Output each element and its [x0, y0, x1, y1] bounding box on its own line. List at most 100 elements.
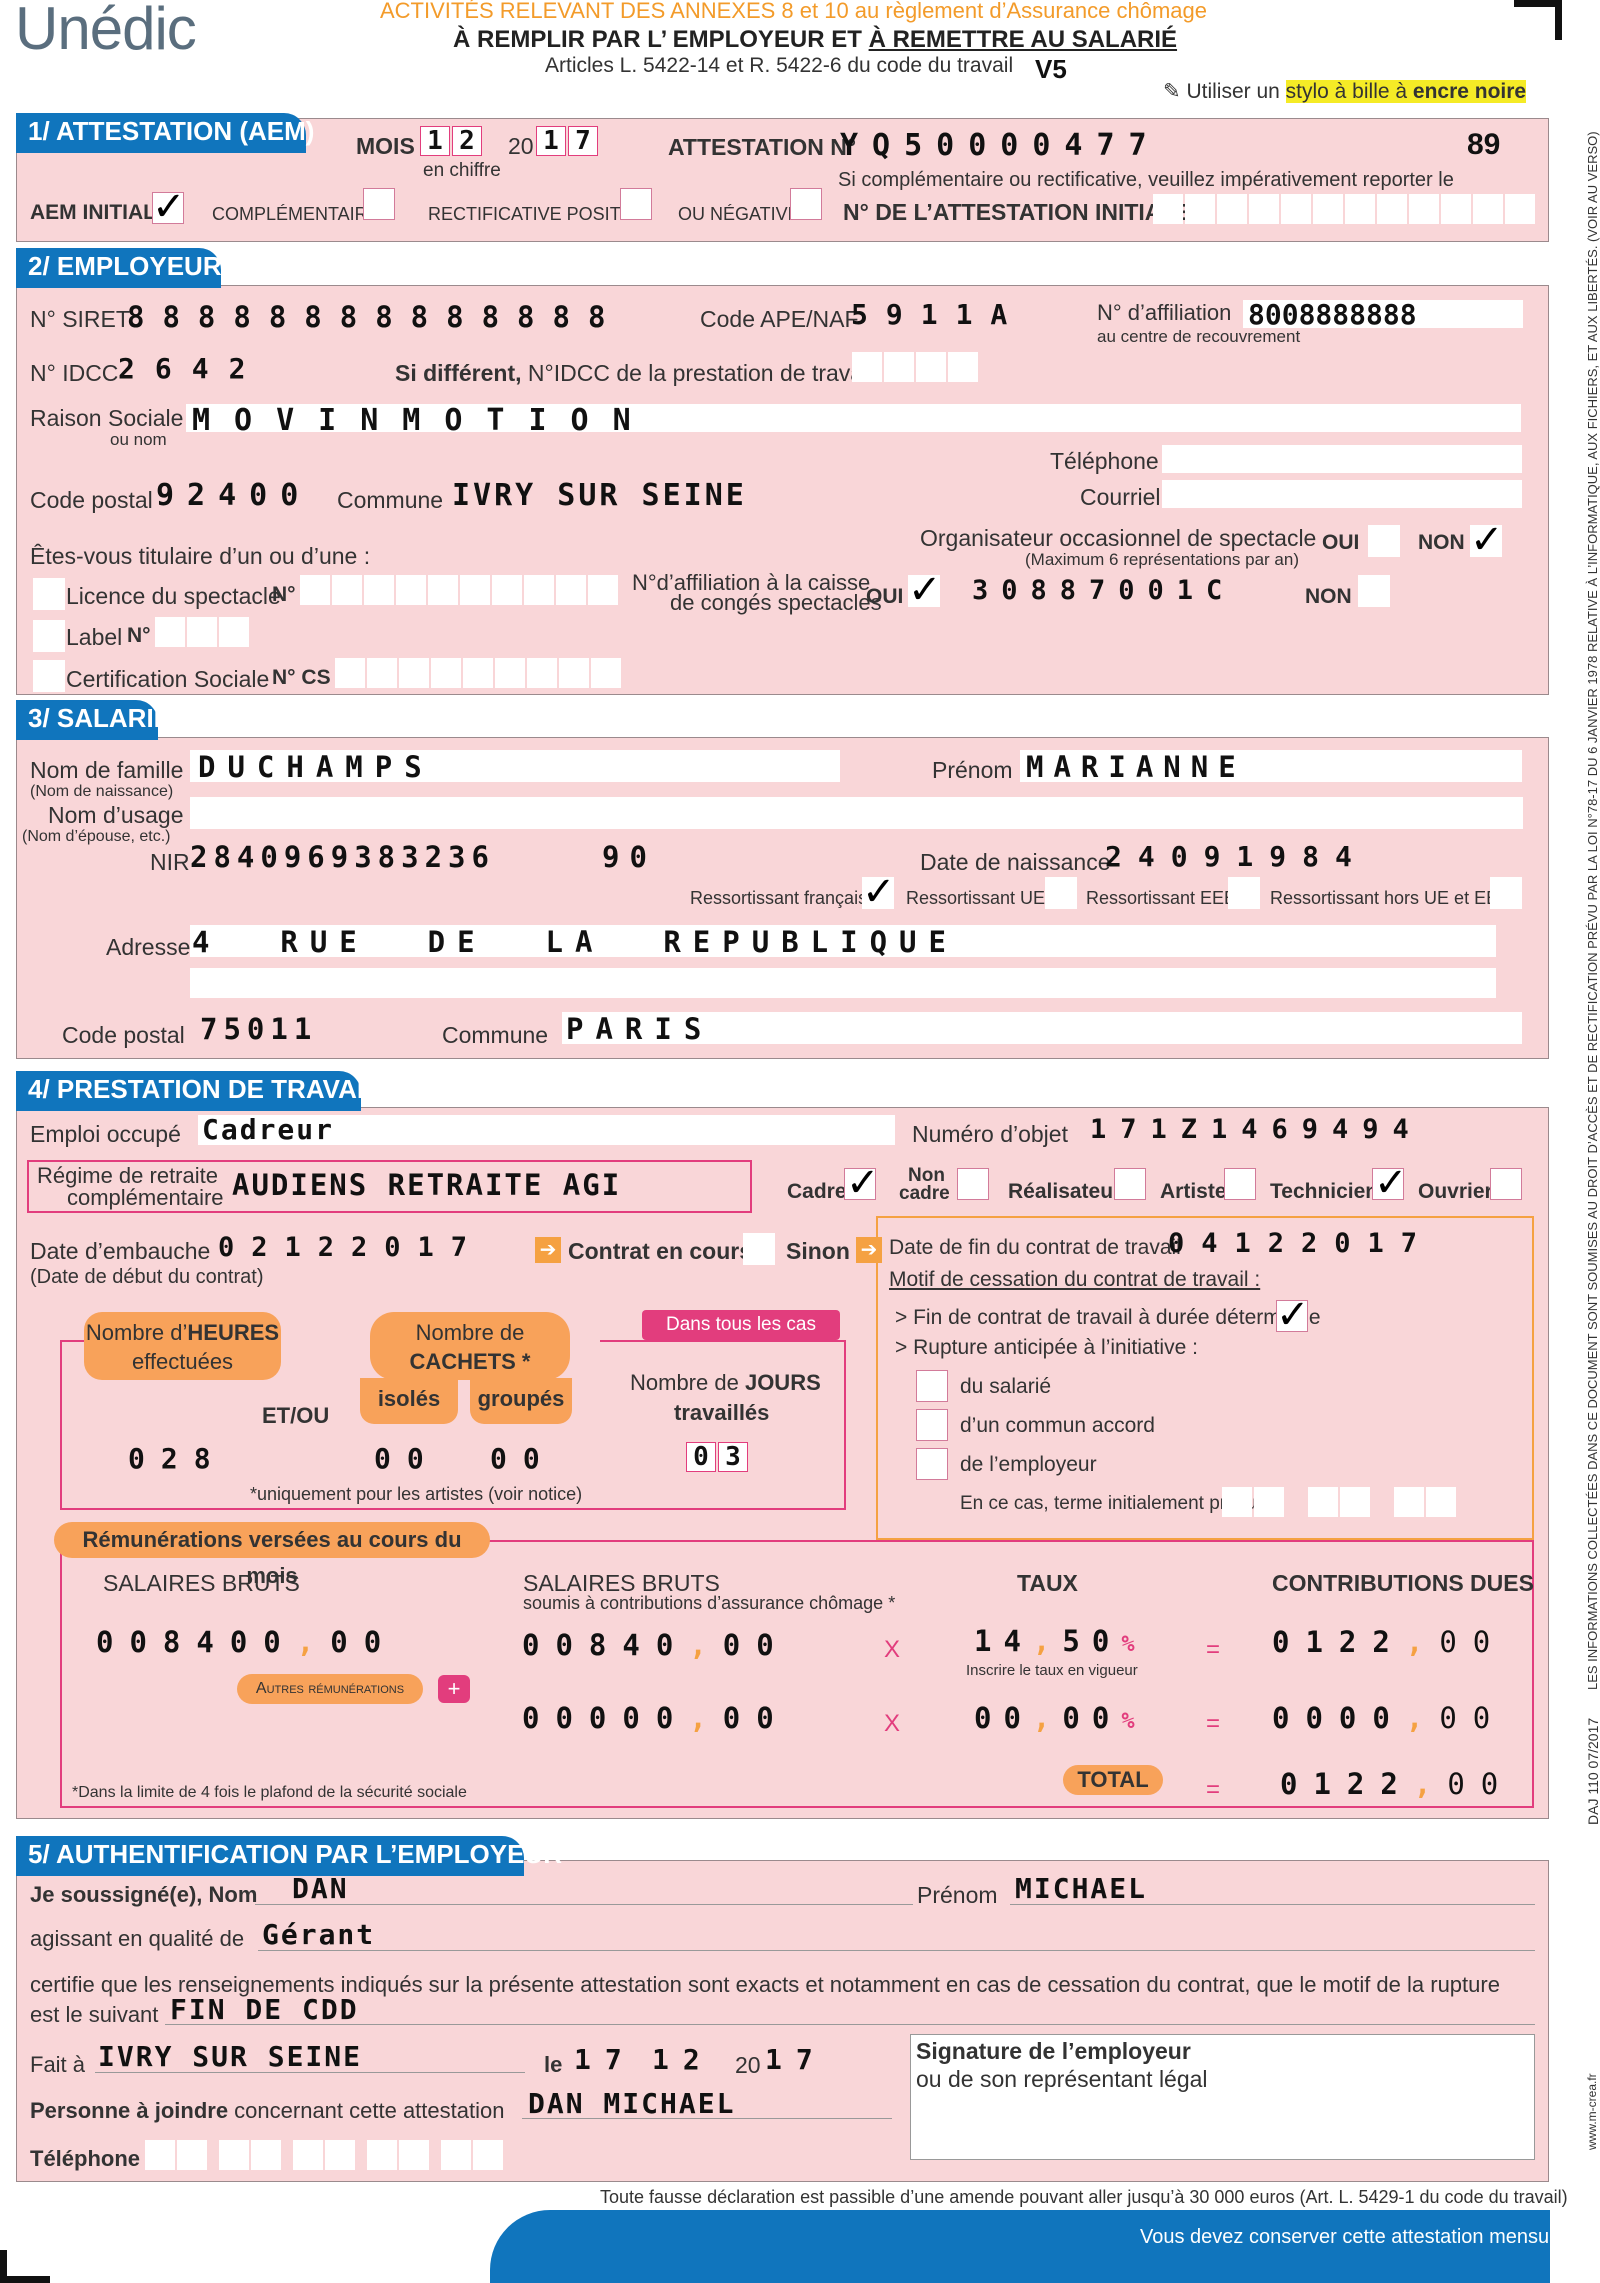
- idcc-diff-field[interactable]: [852, 352, 978, 382]
- tel-field[interactable]: [145, 2140, 503, 2170]
- telephone-field[interactable]: [1162, 445, 1522, 473]
- adresse-field[interactable]: [190, 925, 1496, 957]
- contact-line[interactable]: [522, 2118, 892, 2119]
- nir-key[interactable]: 90: [602, 840, 657, 874]
- comma: ,: [689, 1628, 723, 1662]
- total-value[interactable]: 0122,00: [1280, 1767, 1514, 1801]
- date-day[interactable]: 17: [574, 2043, 636, 2076]
- attestation-number[interactable]: YQ50000477: [840, 128, 1161, 163]
- organisateur-non-checkbox[interactable]: [1470, 525, 1502, 557]
- negative-checkbox[interactable]: [790, 188, 822, 220]
- regime-label-2: complémentaire: [67, 1185, 224, 1210]
- commune-salarie-field[interactable]: [562, 1012, 1522, 1044]
- organisateur-oui-checkbox[interactable]: [1368, 525, 1400, 557]
- section-3-title: 3/ SALARIÉ: [16, 700, 171, 740]
- row1-taux[interactable]: 14,50%: [974, 1624, 1147, 1658]
- commune-value[interactable]: IVRY SUR SEINE: [452, 478, 747, 513]
- certification-field[interactable]: [335, 658, 621, 688]
- raison-field[interactable]: [186, 404, 1521, 432]
- objet-value[interactable]: 171Z1469494: [1090, 1114, 1423, 1145]
- date-year[interactable]: 17: [765, 2043, 827, 2076]
- conges-oui-checkbox[interactable]: [908, 575, 940, 607]
- siret-value[interactable]: 88888888888888: [127, 300, 624, 334]
- prenom-field[interactable]: [1020, 750, 1522, 782]
- emploi-field[interactable]: [198, 1115, 895, 1145]
- usage-field[interactable]: [190, 797, 1523, 829]
- cp-value[interactable]: 92400: [156, 478, 312, 513]
- date-month[interactable]: 12: [652, 2043, 714, 2076]
- qualite-line[interactable]: [258, 1950, 1535, 1951]
- licence-field[interactable]: [300, 575, 618, 605]
- fait-line[interactable]: [95, 2072, 525, 2073]
- ape-value[interactable]: 5911A: [851, 298, 1026, 331]
- rectificative-checkbox[interactable]: [620, 188, 652, 220]
- signature-label-2: ou de son représentant légal: [916, 2066, 1208, 2092]
- adresse-field-2[interactable]: [190, 968, 1496, 998]
- embauche-value[interactable]: 02122017: [218, 1232, 485, 1263]
- comma: ,: [1032, 1624, 1063, 1658]
- raison-sub: ou nom: [110, 430, 167, 449]
- regime-value[interactable]: AUDIENS RETRAITE AGI: [232, 1168, 622, 1202]
- technicien-checkbox[interactable]: [1372, 1168, 1404, 1200]
- nir-value[interactable]: 2840969383236: [190, 840, 495, 874]
- attestation-initiale-field[interactable]: [1153, 194, 1535, 224]
- artiste-checkbox[interactable]: [1224, 1168, 1256, 1200]
- licence-checkbox[interactable]: [33, 578, 65, 610]
- r-ue-checkbox[interactable]: [1045, 877, 1077, 909]
- non-cadre-checkbox[interactable]: [957, 1168, 989, 1200]
- heures-value[interactable]: 028: [128, 1442, 227, 1475]
- row1-contrib[interactable]: 0122,00: [1272, 1625, 1506, 1659]
- groupes-value[interactable]: 00: [490, 1442, 556, 1475]
- nom-field[interactable]: [190, 750, 840, 782]
- m-terme-field[interactable]: [1222, 1487, 1456, 1517]
- cp-salarie-value[interactable]: 75011: [200, 1012, 318, 1046]
- qualite-value: Gérant: [262, 1918, 376, 1951]
- m-acc-checkbox[interactable]: [916, 1409, 948, 1441]
- conges-number[interactable]: 30887001C: [972, 575, 1236, 606]
- isoles-value[interactable]: 00: [374, 1442, 440, 1475]
- certification-ncs-label: N° CS: [272, 666, 331, 689]
- suivant-line[interactable]: [165, 2024, 1535, 2025]
- courriel-field[interactable]: [1162, 480, 1522, 508]
- arrow-icon: ➔: [535, 1237, 561, 1263]
- dob-value[interactable]: 24091984: [1105, 840, 1368, 873]
- contact-label-bold: Personne à joindre: [30, 2098, 229, 2123]
- fin-value[interactable]: 04122017: [1168, 1228, 1435, 1259]
- row2-base[interactable]: 00000,00: [522, 1701, 790, 1735]
- m-emp-checkbox[interactable]: [916, 1448, 948, 1480]
- label-field[interactable]: [155, 617, 249, 647]
- header-line-2b: À REMETTRE AU SALARIÉ: [868, 26, 1178, 53]
- affiliation-field[interactable]: [1243, 300, 1523, 328]
- complementaire-checkbox[interactable]: [363, 188, 395, 220]
- realisateur-checkbox[interactable]: [1114, 1168, 1146, 1200]
- r-eee-checkbox[interactable]: [1228, 877, 1260, 909]
- cadre-checkbox[interactable]: [844, 1168, 876, 1200]
- row1-base[interactable]: 00840,00: [522, 1628, 790, 1662]
- nom-value: DUCHAMPS: [198, 750, 434, 784]
- row2-contrib[interactable]: 0000,00: [1272, 1701, 1506, 1735]
- row2-eq: =: [1206, 1710, 1221, 1737]
- conges-non-checkbox[interactable]: [1358, 575, 1390, 607]
- en-cours-checkbox[interactable]: [743, 1233, 775, 1265]
- signature-box[interactable]: [910, 2034, 1535, 2160]
- cachets-pill-a: Nombre de: [415, 1320, 525, 1345]
- date-year-prefix: 20: [735, 2052, 761, 2078]
- row2-taux[interactable]: 00,00%: [974, 1701, 1147, 1735]
- r-fr-label: Ressortissant français: [690, 888, 868, 908]
- plus-button[interactable]: +: [438, 1675, 470, 1703]
- certification-checkbox[interactable]: [33, 660, 65, 692]
- sign-prenom-line[interactable]: [1010, 1904, 1535, 1905]
- idcc-value[interactable]: 2642: [118, 352, 266, 385]
- m-sal-checkbox[interactable]: [916, 1370, 948, 1402]
- r-fr-checkbox[interactable]: [862, 877, 894, 909]
- label-checkbox[interactable]: [33, 620, 65, 652]
- r-hors-checkbox[interactable]: [1490, 877, 1522, 909]
- aem-initiale-checkbox[interactable]: [152, 192, 184, 224]
- ouvrier-checkbox[interactable]: [1490, 1168, 1522, 1200]
- sign-nom-line[interactable]: [255, 1904, 913, 1905]
- m1-checkbox[interactable]: [1276, 1300, 1308, 1332]
- salaires-bruts-value[interactable]: 008400,00: [96, 1625, 397, 1659]
